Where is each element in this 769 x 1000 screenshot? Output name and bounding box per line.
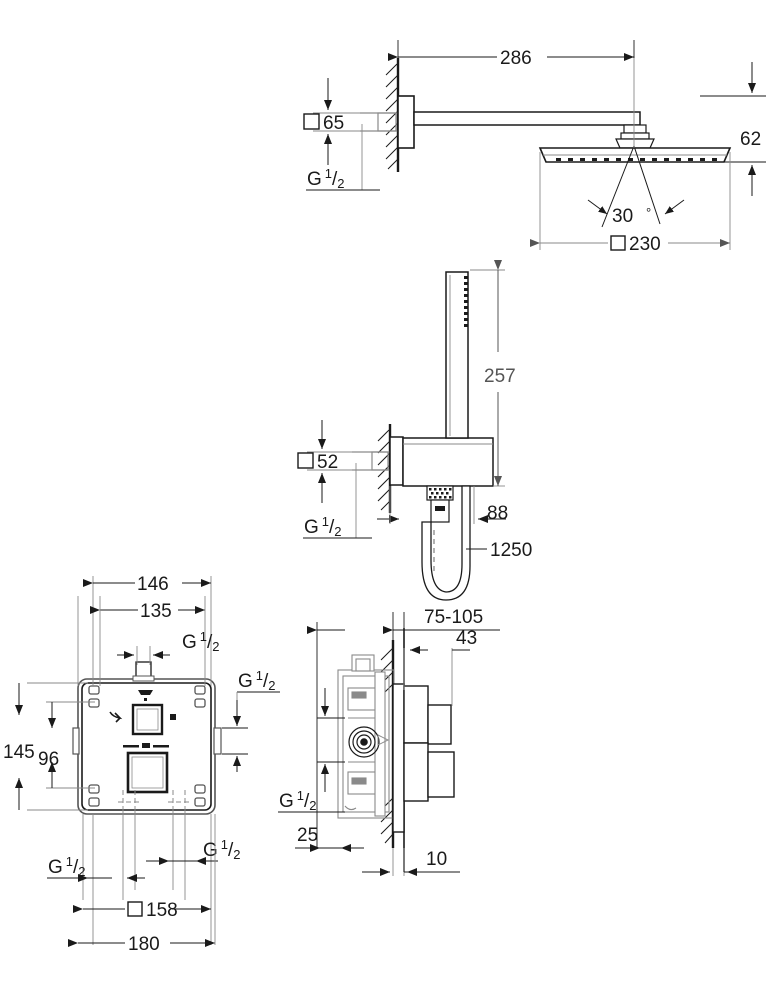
hand-shower-holder-body	[402, 437, 494, 487]
square-symbol-230	[610, 235, 626, 251]
volume-handle	[126, 751, 169, 794]
dim-box-outer-height: 145	[3, 683, 35, 810]
dim-box-outer-width: 146	[83, 574, 211, 595]
escutcheon-plate	[392, 683, 405, 833]
section-volume-handle	[427, 751, 455, 798]
fixing-lugs	[88, 685, 206, 807]
spray-angle-label: 30	[612, 206, 633, 227]
dim-wall-tolerance: 10	[362, 848, 460, 876]
dim-75-105-label: 75-105	[424, 607, 483, 628]
left-side-port	[72, 727, 80, 755]
dim-1250-label: 1250	[490, 540, 532, 561]
top-inlet-collar	[132, 675, 155, 682]
dim-hand-shower-length: 257	[470, 260, 516, 487]
dim-installation-depth: 75-105	[307, 607, 500, 634]
dim-146-label: 146	[137, 574, 169, 595]
temperature-handle	[131, 703, 164, 736]
lock-marker-icon	[170, 714, 176, 720]
square-symbol-158	[127, 901, 143, 917]
spray-angle-degree-symbol: °	[646, 205, 651, 220]
dim-10-label: 10	[426, 849, 447, 870]
dim-96-label: 96	[38, 749, 59, 770]
dim-180-label: 180	[128, 934, 160, 955]
dim-arm-projection: 286	[388, 40, 635, 112]
cartridge-section	[348, 726, 380, 758]
bottom-outlet-hidden-lines	[118, 790, 190, 806]
dim-head-height: 62	[700, 62, 766, 196]
shower-arm	[413, 111, 641, 126]
wall-hatching-top	[385, 63, 399, 170]
rotation-arrow-icon	[109, 711, 123, 723]
dim-holder-outlet-size: 52	[297, 420, 374, 503]
rough-in-front-view: 146 135 G1/2 G1/2	[3, 574, 280, 955]
dim-88-label: 88	[487, 503, 508, 524]
hose-connector	[426, 485, 454, 523]
dim-box-inner-height: 96	[38, 702, 59, 788]
dim-box-inner-width: 135	[90, 596, 206, 686]
divider-mark	[123, 743, 169, 748]
flow-arrow-icon	[377, 734, 390, 746]
dim-head-size: 230	[530, 152, 731, 255]
dim-52-label: 52	[317, 452, 338, 473]
spray-angle-indicator	[587, 145, 685, 228]
rough-in-box-inner	[81, 682, 212, 811]
dim-outlet-spacing: 158	[73, 900, 211, 921]
dim-hose-length: 1250	[466, 540, 532, 561]
dim-158-label: 158	[146, 900, 178, 921]
valve-indicator-mark	[138, 690, 153, 701]
section-trim-base-lower	[403, 742, 429, 802]
shower-hose	[421, 485, 471, 601]
wall-hatching-mid	[377, 429, 391, 511]
dim-145-label: 145	[3, 742, 35, 763]
dim-trim-projection: 43	[403, 628, 477, 706]
dim-overall-width: 180	[68, 814, 216, 955]
front-view-extension-lines	[27, 576, 212, 945]
dim-holder-projection: 88	[389, 486, 508, 524]
dim-43-label: 43	[456, 628, 477, 649]
dim-62-label: 62	[740, 129, 761, 150]
dim-65-label: 65	[323, 113, 344, 134]
head-swivel-joint	[615, 124, 655, 149]
wand-spray-face	[464, 276, 468, 327]
spray-nozzle-row	[556, 158, 717, 161]
dim-body-offset: 25	[295, 825, 364, 852]
section-temperature-handle	[427, 704, 452, 745]
square-symbol-65	[303, 113, 320, 130]
shower-arm-flange	[397, 95, 415, 149]
dim-230-label: 230	[629, 234, 661, 255]
section-trim-base-upper	[403, 685, 429, 744]
dim-257-label: 257	[484, 366, 516, 387]
section-extension-lines	[316, 612, 405, 848]
hand-shower-view: 257 52 G1/2 88 1250	[297, 260, 532, 601]
right-side-port	[213, 727, 222, 755]
dim-wall-outlet-size: 65	[303, 78, 380, 165]
dim-286-label: 286	[500, 48, 532, 69]
dim-25-label: 25	[297, 825, 318, 846]
dim-135-label: 135	[140, 601, 172, 622]
hand-shower-wand	[445, 271, 469, 439]
square-symbol-52	[297, 452, 314, 469]
holder-flange	[389, 436, 404, 486]
